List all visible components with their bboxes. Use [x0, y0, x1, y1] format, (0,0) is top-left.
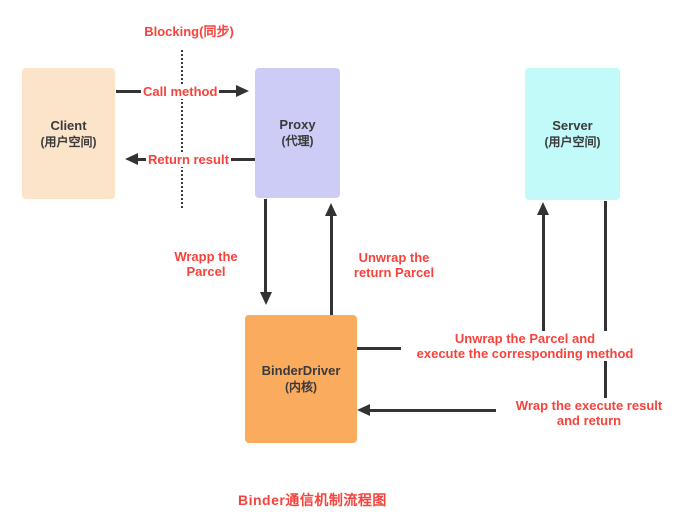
wrap-result-arrow-line-horizontal [370, 409, 606, 412]
client-node-subtitle: (用户空间) [40, 134, 97, 149]
call-method-arrowhead-icon [236, 85, 249, 97]
proxy-node: Proxy (代理) [255, 68, 340, 198]
blocking-dotted-divider [181, 50, 183, 208]
wrap-result-arrowhead-icon [357, 404, 370, 416]
wrap-parcel-label: Wrapp the Parcel [174, 249, 238, 279]
diagram-title: Binder通信机制流程图 [238, 492, 387, 508]
unwrap-execute-arrowhead-icon [537, 202, 549, 215]
wrap-result-arrow-line-vertical [604, 201, 607, 412]
return-result-label: Return result [146, 152, 231, 167]
binder-driver-node-name: BinderDriver [261, 363, 341, 378]
return-result-arrowhead-icon [125, 153, 138, 165]
unwrap-return-arrow-line [330, 216, 333, 315]
wrap-result-label: Wrap the execute result and return [496, 398, 682, 428]
proxy-node-name: Proxy [279, 117, 316, 132]
server-node: Server (用户空间) [525, 68, 620, 200]
client-node-name: Client [50, 117, 87, 133]
unwrap-return-arrowhead-icon [325, 203, 337, 216]
unwrap-execute-arrow-line-vertical [542, 215, 545, 350]
client-node: Client (用户空间) [22, 68, 115, 199]
unwrap-execute-label: Unwrap the Parcel and execute the corres… [401, 331, 649, 361]
call-method-label: Call method [141, 84, 220, 99]
wrap-parcel-arrow-line [264, 199, 267, 292]
binder-driver-node-subtitle: (内核) [285, 380, 317, 394]
unwrap-return-label: Unwrap the return Parcel [353, 250, 435, 280]
binder-driver-node: BinderDriver (内核) [245, 315, 357, 443]
wrap-parcel-arrowhead-icon [260, 292, 272, 305]
proxy-node-subtitle: (代理) [281, 134, 314, 148]
blocking-label: Blocking(同步) [144, 24, 234, 39]
server-node-subtitle: (用户空间) [544, 135, 601, 149]
server-node-name: Server [552, 118, 593, 133]
